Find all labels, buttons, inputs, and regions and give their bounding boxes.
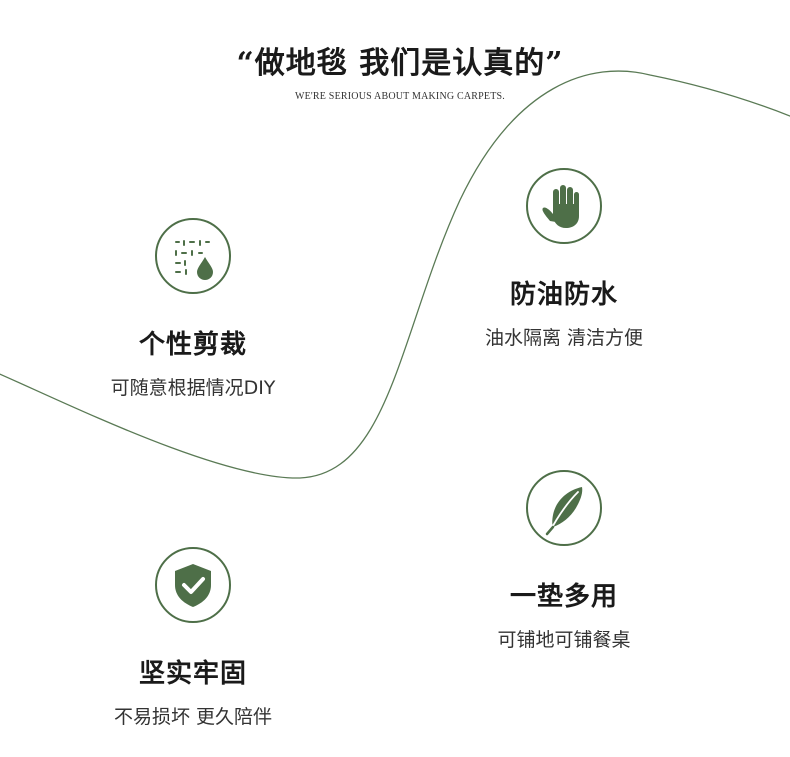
feature-description: 不易损坏 更久陪伴 (113, 706, 273, 728)
feature-description: 可随意根据情况DIY (110, 377, 276, 399)
page-subtitle: WE'RE SERIOUS ABOUT MAKING CARPETS. (294, 91, 506, 102)
hand-icon (542, 185, 579, 228)
feature-custom-cut: 个性剪裁 可随意根据情况DIY (63, 218, 323, 400)
feature-icon-ring (155, 547, 231, 623)
feature-description: 油水隔离 清洁方便 (484, 327, 644, 349)
feature-icon-ring (155, 218, 231, 294)
page-title: “做地毯 我们是认真的” (236, 46, 564, 81)
rain-drop-icon (175, 240, 213, 280)
shield-check-icon (175, 564, 211, 607)
feature-icon-ring (526, 470, 602, 546)
feature-sturdy: 坚实牢固 不易损坏 更久陪伴 (63, 547, 323, 729)
feature-multi-use: 一垫多用 可铺地可铺餐桌 (434, 470, 694, 652)
feature-title: 个性剪裁 (138, 330, 247, 360)
feature-description: 可铺地可铺餐桌 (497, 629, 631, 651)
feature-title: 防油防水 (509, 280, 618, 310)
feather-icon (545, 487, 583, 536)
feature-title: 一垫多用 (509, 582, 618, 612)
feature-waterproof: 防油防水 油水隔离 清洁方便 (434, 168, 694, 350)
feature-icon-ring (526, 168, 602, 244)
feature-title: 坚实牢固 (138, 659, 247, 689)
